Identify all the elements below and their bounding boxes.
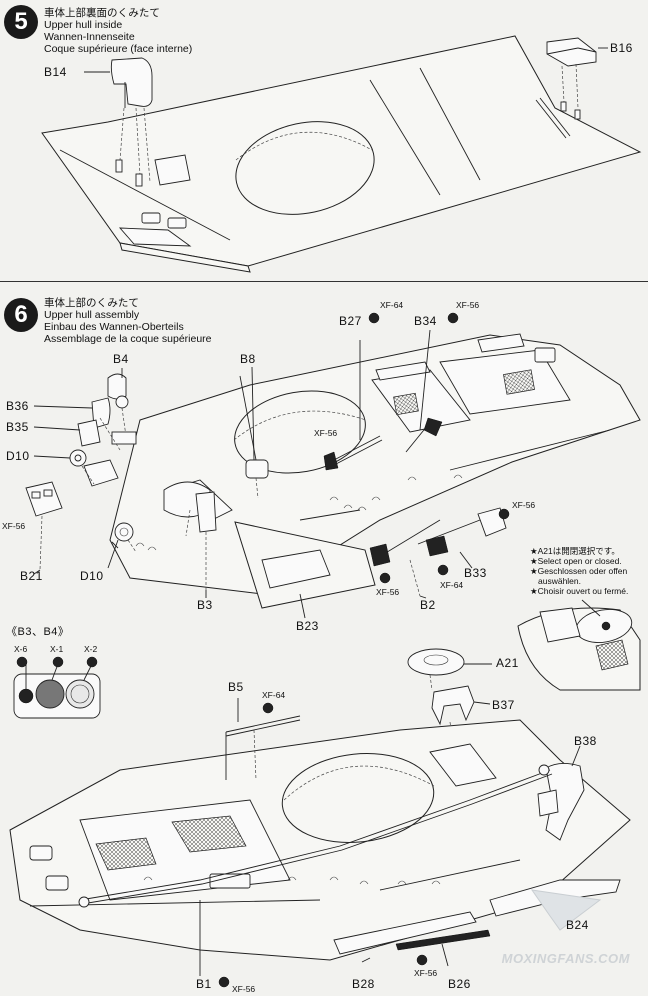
part-b37-drawing <box>431 685 491 751</box>
step-title-fr: Assemblage de la coque supérieure <box>44 333 212 345</box>
part-label-b27: B27 <box>339 314 362 328</box>
part-label-d10: D10 <box>6 449 30 463</box>
step6-lower-hull <box>9 719 631 961</box>
step-title-en: Upper hull assembly <box>44 309 140 321</box>
part-label-b23: B23 <box>296 619 319 633</box>
step-divider <box>0 281 648 282</box>
note-de-2: auswählen. <box>538 576 582 586</box>
step-number-badge: 6 <box>4 298 38 332</box>
part-label-b24: B24 <box>566 918 589 932</box>
part-b27-drawing <box>333 312 383 465</box>
step-title-jp: 車体上部裏面のくみたて <box>44 7 160 19</box>
part-label-b26: B26 <box>448 977 471 991</box>
part-b2-drawing <box>369 519 441 597</box>
step5-hull <box>41 35 642 273</box>
part-b26-drawing <box>395 929 491 967</box>
part-label-b38: B38 <box>574 734 597 748</box>
part-b5-drawing <box>225 698 301 781</box>
paint-label-xf56: XF-56 <box>232 984 256 994</box>
step-title-de: Wannen-Innenseite <box>44 31 135 43</box>
inset-b3-b4-drawing <box>13 656 101 719</box>
part-b38-drawing <box>537 745 585 841</box>
part-label-b1: B1 <box>196 977 212 991</box>
step-title-en: Upper hull inside <box>44 19 123 31</box>
paint-label-xf56: XF-56 <box>456 300 480 310</box>
paint-label-xf56: XF-56 <box>512 500 536 510</box>
paint-label-xf56: XF-56 <box>2 521 26 531</box>
part-label-b28: B28 <box>352 977 375 991</box>
step-number-badge: 5 <box>4 5 38 39</box>
part-b16-drawing <box>546 37 597 120</box>
part-b1-drawing <box>78 764 553 988</box>
part-label-b3: B3 <box>197 598 213 612</box>
step-title-block: 車体上部裏面のくみたて Upper hull inside Wannen-Inn… <box>44 7 192 55</box>
part-a21-drawing <box>407 648 492 691</box>
part-b8-drawing <box>239 375 269 499</box>
part-label-b16: B16 <box>610 41 633 55</box>
note-fr: ★Choisir ouvert ou fermé. <box>530 586 629 596</box>
clip-hooks <box>135 474 463 551</box>
note-jp: ★A21は開閉選択です。 <box>530 546 620 556</box>
note-de: ★Geschlossen oder offen <box>530 566 628 576</box>
part-paint-b8-drawing <box>323 451 339 471</box>
step-title-block: 車体上部のくみたて Upper hull assembly Einbau des… <box>44 297 212 345</box>
step-title-de: Einbau des Wannen-Oberteils <box>44 321 184 333</box>
part-label-a21: A21 <box>496 656 519 670</box>
paint-label-xf56: XF-56 <box>414 968 438 978</box>
part-b28-drawing <box>333 911 477 963</box>
step-title-fr: Coque supérieure (face interne) <box>44 43 193 55</box>
part-b4-drawing <box>107 373 137 445</box>
part-b33-drawing <box>379 507 510 584</box>
step6-upper-hull <box>109 333 641 609</box>
part-label-d10: D10 <box>80 569 104 583</box>
part-b14-drawing <box>110 57 153 187</box>
part-label-b35: B35 <box>6 420 29 434</box>
paint-label-x1: X-1 <box>50 644 64 654</box>
leader-lines-step6 <box>33 366 473 619</box>
paint-label-xf64: XF-64 <box>380 300 404 310</box>
watermark-text: MOXINGFANS.COM <box>501 951 630 966</box>
part-label-b36: B36 <box>6 399 29 413</box>
detail-a21-open-drawing <box>517 599 641 691</box>
paint-label-x2: X-2 <box>84 644 98 654</box>
watermark-plane-icon <box>530 889 602 931</box>
part-b34-drawing <box>405 312 459 453</box>
a21-option-note: ★A21は開閉選択です。 ★Select open or closed. ★Ge… <box>530 546 628 596</box>
part-label-b8: B8 <box>240 352 256 366</box>
part-d10-lower-drawing <box>111 522 137 553</box>
step-title-jp: 車体上部のくみたて <box>44 297 139 309</box>
paint-label-xf64: XF-64 <box>262 690 286 700</box>
paint-label-xf56: XF-56 <box>376 587 400 597</box>
part-label-b14: B14 <box>44 65 67 79</box>
part-label-b4: B4 <box>113 352 129 366</box>
paint-label-x6: X-6 <box>14 644 28 654</box>
clip-hooks-lower <box>143 876 441 885</box>
part-b21-drawing <box>25 481 63 571</box>
part-label-b21: B21 <box>20 569 43 583</box>
part-label-b2: B2 <box>420 598 436 612</box>
part-label-b5: B5 <box>228 680 244 694</box>
part-label-b33: B33 <box>464 566 487 580</box>
part-label-b37: B37 <box>492 698 515 712</box>
note-en: ★Select open or closed. <box>530 556 622 566</box>
paint-label-xf56: XF-56 <box>314 428 338 438</box>
part-b3-drawing <box>163 481 217 590</box>
paint-label-xf64: XF-64 <box>440 580 464 590</box>
part-label-b34: B34 <box>414 314 437 328</box>
part-b36-b35-drawing <box>69 397 121 487</box>
inset-title: 《B3、B4》 <box>6 626 70 638</box>
